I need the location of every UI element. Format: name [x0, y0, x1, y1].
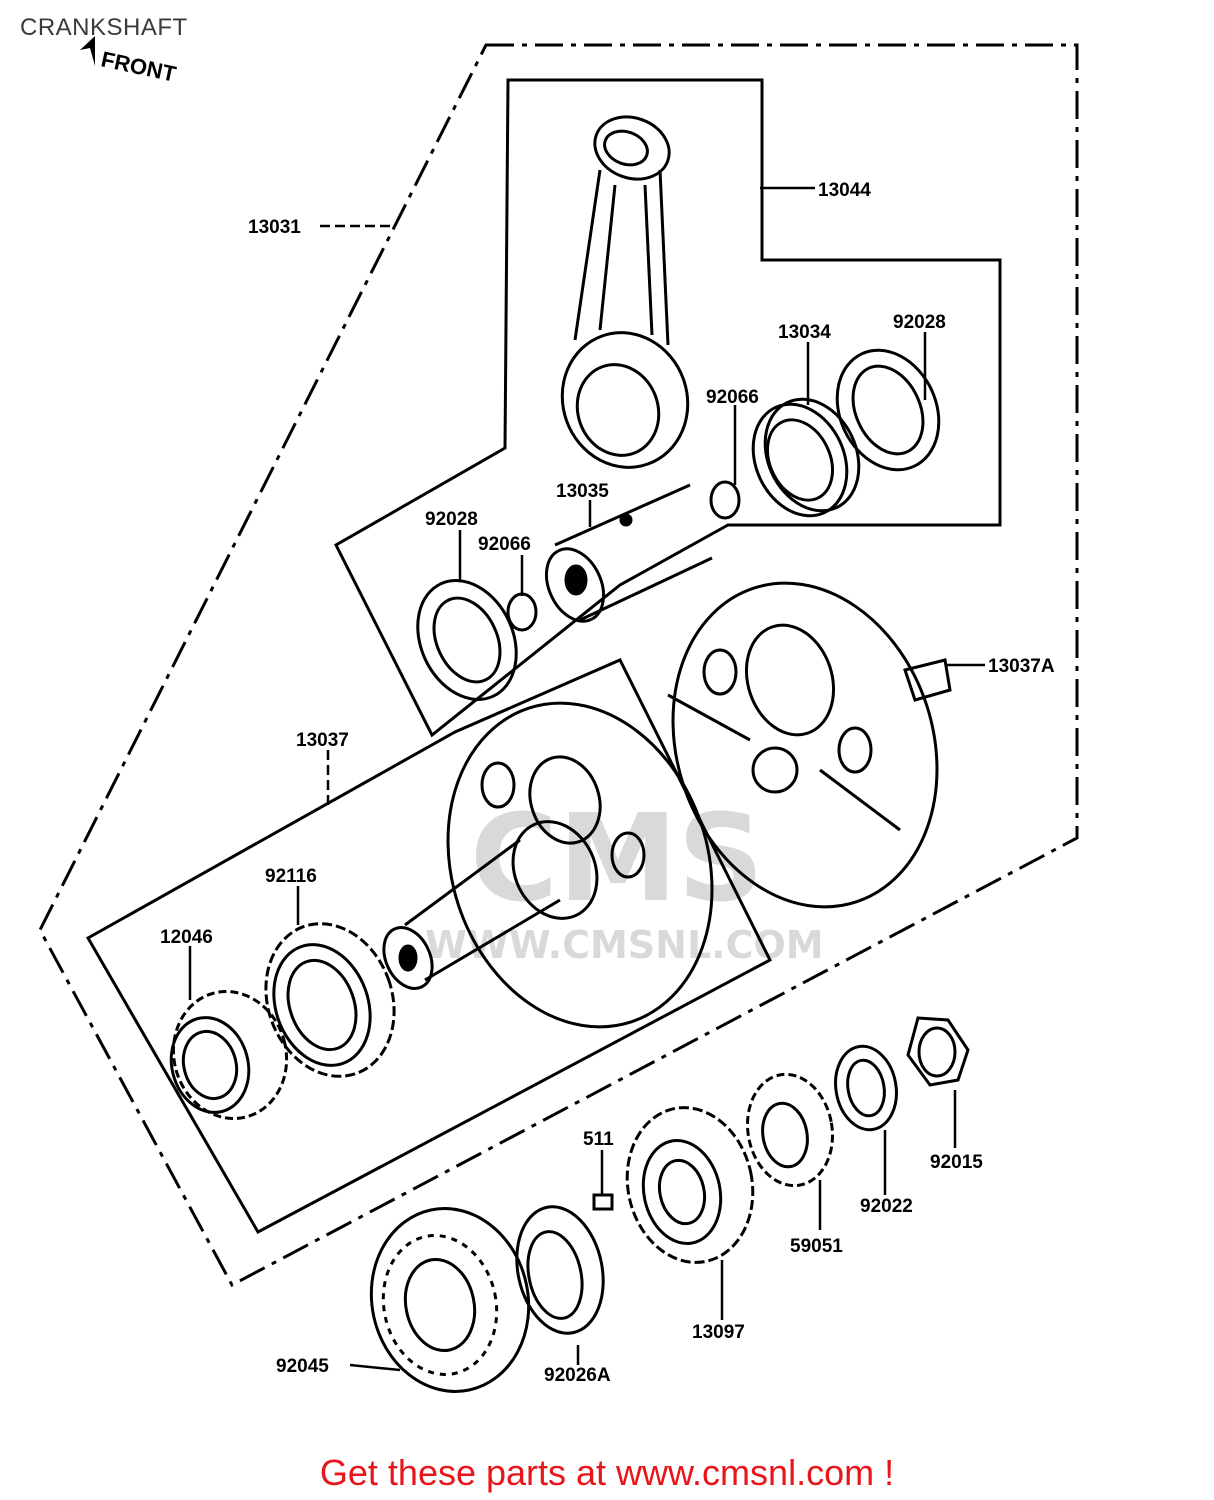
leader-lines [188, 186, 985, 1372]
label-13035: 13035 [556, 481, 609, 502]
flywheel-right-half [667, 581, 952, 909]
label-59051: 59051 [790, 1236, 843, 1257]
label-92022: 92022 [860, 1196, 913, 1217]
watermark-letters: CMS [470, 790, 764, 929]
key-511 [592, 1193, 614, 1211]
gear-92116 [264, 922, 396, 1078]
label-12046: 12046 [160, 927, 213, 948]
label-92045: 92045 [276, 1356, 329, 1377]
label-13097: 13097 [692, 1322, 745, 1343]
label-92028-right: 92028 [893, 312, 946, 333]
label-92066-left: 92066 [478, 534, 531, 555]
needle-bearing [751, 397, 861, 518]
gear-59051 [746, 1072, 834, 1188]
bushing-left [506, 592, 538, 632]
page-title: CRANKSHAFT [20, 14, 188, 41]
label-13031: 13031 [248, 217, 301, 238]
oil-seal [515, 1205, 605, 1335]
connecting-rod [560, 115, 690, 469]
washer-92022 [834, 1044, 898, 1132]
label-13044: 13044 [818, 180, 871, 201]
thrust-washer-left [416, 579, 518, 701]
label-92026A: 92026A [544, 1365, 611, 1386]
flywheel-left-half [382, 701, 714, 1029]
nut-92015 [906, 1016, 970, 1087]
label-92116: 92116 [265, 866, 317, 887]
front-arrow-icon: FRONT [80, 36, 179, 87]
label-13037A: 13037A [988, 656, 1055, 677]
label-92015: 92015 [930, 1152, 983, 1173]
part-labels: 13044 13031 13034 92028 92066 13035 9202… [160, 180, 1055, 1386]
watermark: CMS WWW.CMSNL.COM [425, 790, 824, 967]
thrust-washer-right [835, 348, 941, 472]
ball-bearing [369, 1207, 531, 1393]
footer-link-text[interactable]: Get these parts at www.cmsnl.com ! [319, 1452, 895, 1493]
label-13034: 13034 [778, 322, 831, 343]
outer-assembly-boundary [38, 43, 1079, 1288]
inner-assembly-boundary [334, 78, 1002, 738]
front-label: FRONT [99, 46, 179, 86]
gear-12046 [169, 990, 289, 1120]
label-13037: 13037 [296, 730, 349, 751]
label-511: 511 [583, 1129, 614, 1150]
label-92028-left: 92028 [425, 509, 478, 530]
bushing-right [709, 480, 741, 520]
watermark-url: WWW.CMSNL.COM [425, 923, 824, 967]
crank-pin [544, 483, 713, 623]
gear-13097 [625, 1106, 755, 1264]
label-92066-right: 92066 [706, 387, 759, 408]
